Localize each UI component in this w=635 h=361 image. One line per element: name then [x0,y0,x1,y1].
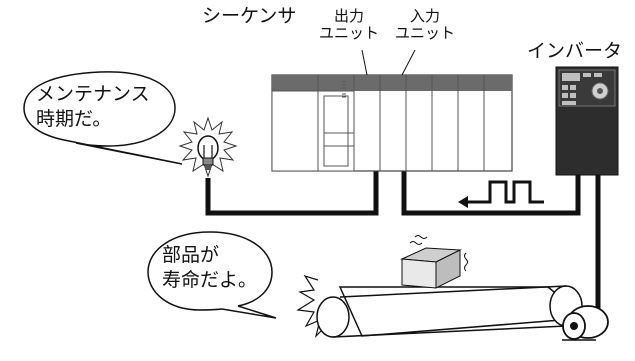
output-unit-label: 出力 ユニット [316,7,382,43]
vibration-marks-icon [409,235,468,272]
input-unit-leader [401,49,416,76]
pulse-signal [475,180,544,204]
package-box [400,247,462,289]
inverter-label: インバータ [527,40,623,62]
input-unit-label-line1: 入力 [409,7,440,25]
input-unit-label: 入力 ユニット [392,7,458,43]
wire-lamp-to-plc [205,170,379,216]
lifetime-bubble-text: 部品が 寿命だよ。 [162,243,257,292]
input-unit-label-line2: ユニット [394,24,455,43]
lifetime-line1: 部品が [162,244,220,266]
wire-plc-to-inverter [401,170,581,216]
inverter-device [555,66,619,176]
warning-lamp-icon [178,116,238,178]
lifetime-line2: 寿命だよ。 [162,268,258,291]
motor-icon [562,305,609,341]
speech-bubble-lifetime [147,231,277,319]
sequencer-label: シーケンサ [202,5,297,27]
pulse-arrow-icon [458,196,478,208]
plc-rack [271,74,513,172]
output-unit-leader [361,49,368,76]
conveyor-belt [316,285,588,338]
maintenance-line2: 時期だ。 [36,107,112,130]
speech-bubble-maintenance [23,71,183,165]
maintenance-bubble-text: メンテナンス 時期だ。 [36,82,150,131]
maintenance-line1: メンテナンス [36,83,150,105]
output-unit-label-line2: ユニット [318,24,379,43]
output-unit-label-line1: 出力 [333,7,364,25]
